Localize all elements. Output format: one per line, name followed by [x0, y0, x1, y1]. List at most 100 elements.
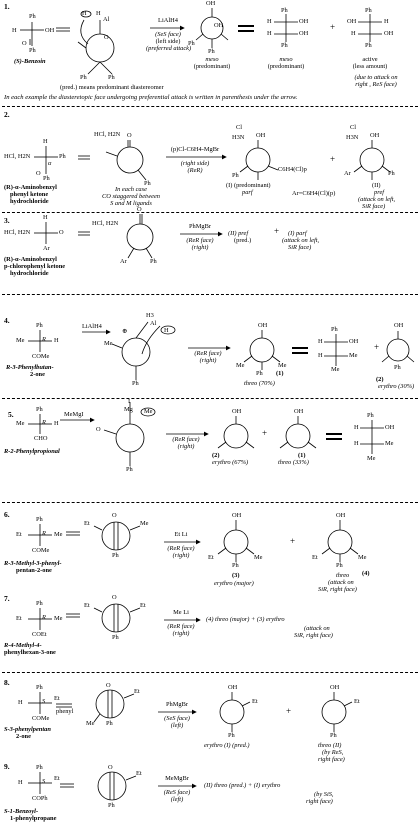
- s1-fa-h2: H: [351, 30, 356, 37]
- s6-p1-label: erythro (major): [214, 580, 254, 587]
- s9-reagent: MeMgBr: [165, 775, 189, 782]
- s4-f-h1: H: [318, 338, 323, 345]
- s3-number: 3.: [4, 216, 10, 225]
- s1-fa-sub: (less amount): [352, 63, 388, 70]
- s4-p2-oh: OH: [394, 322, 404, 329]
- s5-reagent: MeMgI: [64, 411, 84, 418]
- s4-p2-ph: Ph: [394, 364, 401, 371]
- s2-newman: [105, 140, 147, 181]
- s5-prod2-newman: [279, 416, 317, 449]
- s4-p2-num: (2): [376, 376, 384, 383]
- s2-alpha: α: [48, 160, 52, 167]
- s9-coph: COPh: [32, 795, 48, 802]
- s1-al-h-top: H: [96, 10, 101, 17]
- s1-fa-oh2: OH: [384, 30, 394, 37]
- s2-name-2: phenyl ketone: [10, 191, 49, 198]
- s1-fm-oh2: OH: [299, 30, 309, 37]
- s1-fm-ph2: Ph: [281, 42, 288, 49]
- s8-s: S: [42, 698, 46, 705]
- s1-fm-ph1: Ph: [281, 7, 288, 14]
- s4-p1-label: threo (70%): [244, 380, 275, 387]
- s8-reactant-bonds: [28, 692, 52, 714]
- s3-h: H: [43, 214, 48, 221]
- s3-result2-sub-2: SiR face): [288, 244, 312, 251]
- separator-5: [2, 502, 418, 503]
- s7-reagent-side: (right): [172, 630, 190, 637]
- s7-reagent: Me Li: [173, 609, 189, 616]
- s3-newman-salt: HCl, H2N: [92, 220, 119, 227]
- separator-2: [2, 212, 418, 213]
- s3-reagent-side: (right): [191, 244, 209, 251]
- s4-arrow-side: (right): [199, 357, 217, 364]
- s3-reactant-bonds: [34, 222, 58, 244]
- s4-p2-label: erythro (30%): [378, 383, 415, 390]
- s6-reactant-bonds: [28, 524, 52, 546]
- s4-fischer: [324, 334, 348, 366]
- s5-f-ph: Ph: [367, 412, 374, 419]
- s2-p2-note-2: SiR face): [362, 203, 386, 210]
- s6-n-o: O: [112, 512, 117, 519]
- s8-p2-oh: OH: [330, 684, 340, 691]
- s1-benzoin-ph2: Ph: [29, 47, 36, 54]
- s4-plus: +: [374, 342, 380, 352]
- s5-plus: +: [262, 428, 268, 438]
- s5-p2-label: threo (33%): [278, 459, 309, 466]
- s2-p2-h3n: H3N: [346, 134, 359, 141]
- s6-p2-me: Me: [358, 554, 367, 561]
- s2-p1-tag: parf: [242, 189, 253, 196]
- s9-note-2: right face): [306, 798, 333, 805]
- s7-me: Me: [54, 615, 63, 622]
- s4-complex: [111, 321, 176, 380]
- s7-ph: Ph: [36, 600, 43, 607]
- s8-prod1-newman: [219, 692, 251, 732]
- s4-c-h3: H3: [146, 312, 154, 319]
- s1-fm-h1: H: [267, 18, 272, 25]
- s1-prod-ph2: Ph: [208, 48, 215, 55]
- s8-newman: [93, 689, 135, 723]
- s7-note-1: (attack on: [304, 625, 330, 632]
- s1-reagent: LiAlH4: [158, 17, 178, 24]
- s3-reagent-face: (ReR face): [186, 237, 214, 244]
- s5-c-ph: Ph: [126, 466, 133, 473]
- s8-plus: +: [286, 706, 292, 716]
- s5-f-me1: Me: [385, 440, 394, 447]
- s5-p2-num: (1): [298, 452, 306, 459]
- s4-p1-me2: Me: [278, 362, 287, 369]
- s4-c-al: Al: [150, 320, 157, 327]
- s2-p1-oh: OH: [256, 132, 266, 139]
- s1-fm-oh1: OH: [299, 18, 309, 25]
- s6-name-1: R-3-Methyl-3-phenyl-: [4, 560, 62, 567]
- s2-p1-label: (I) (predominant): [226, 182, 271, 189]
- s9-name-1: S-1-Benzoyl-: [4, 808, 39, 815]
- s8-p1-label: erythro (I) (pred.): [204, 742, 250, 749]
- s1-fa-oh1: OH: [347, 18, 357, 25]
- s8-p2-note-2: right face): [318, 756, 345, 763]
- s5-p1-num: (2): [212, 452, 220, 459]
- s2-o: O: [36, 170, 41, 177]
- s1-benzoin-name: (S)-Benzoin: [14, 58, 46, 65]
- s8-phenyl: phenyl: [56, 708, 74, 715]
- s8-n-o: O: [106, 682, 111, 689]
- s5-c-mg: Mg: [124, 406, 133, 413]
- s9-number: 9.: [4, 762, 10, 771]
- s7-n-o: O: [112, 594, 117, 601]
- s9-note-1: (by SiS,: [314, 791, 334, 798]
- s7-n-et: Et: [84, 602, 90, 609]
- s2-p1-ar: C6H4(Cl)p: [278, 166, 307, 173]
- s3-name-3: hydrochloride: [10, 270, 49, 277]
- s1-fischer-active: [358, 14, 382, 42]
- s7-r: R: [42, 614, 46, 621]
- s1-fa-h1: H: [384, 18, 389, 25]
- s1-prod-label: meso: [205, 56, 219, 63]
- s5-r: R: [42, 419, 46, 426]
- s5-arrow-side: (right): [177, 443, 195, 450]
- s2-plus: +: [330, 154, 336, 164]
- s2-p2-oh: OH: [370, 132, 380, 139]
- s9-h: H: [18, 779, 23, 786]
- s2-prod1-newman: [239, 140, 279, 180]
- s4-h: H: [54, 337, 59, 344]
- s2-ph: Ph: [59, 153, 66, 160]
- s2-ar-def: Ar=C6H4(Cl)(p): [292, 190, 336, 197]
- s6-p1-num: (3): [232, 572, 240, 579]
- s1-fa-ph2: Ph: [365, 42, 372, 49]
